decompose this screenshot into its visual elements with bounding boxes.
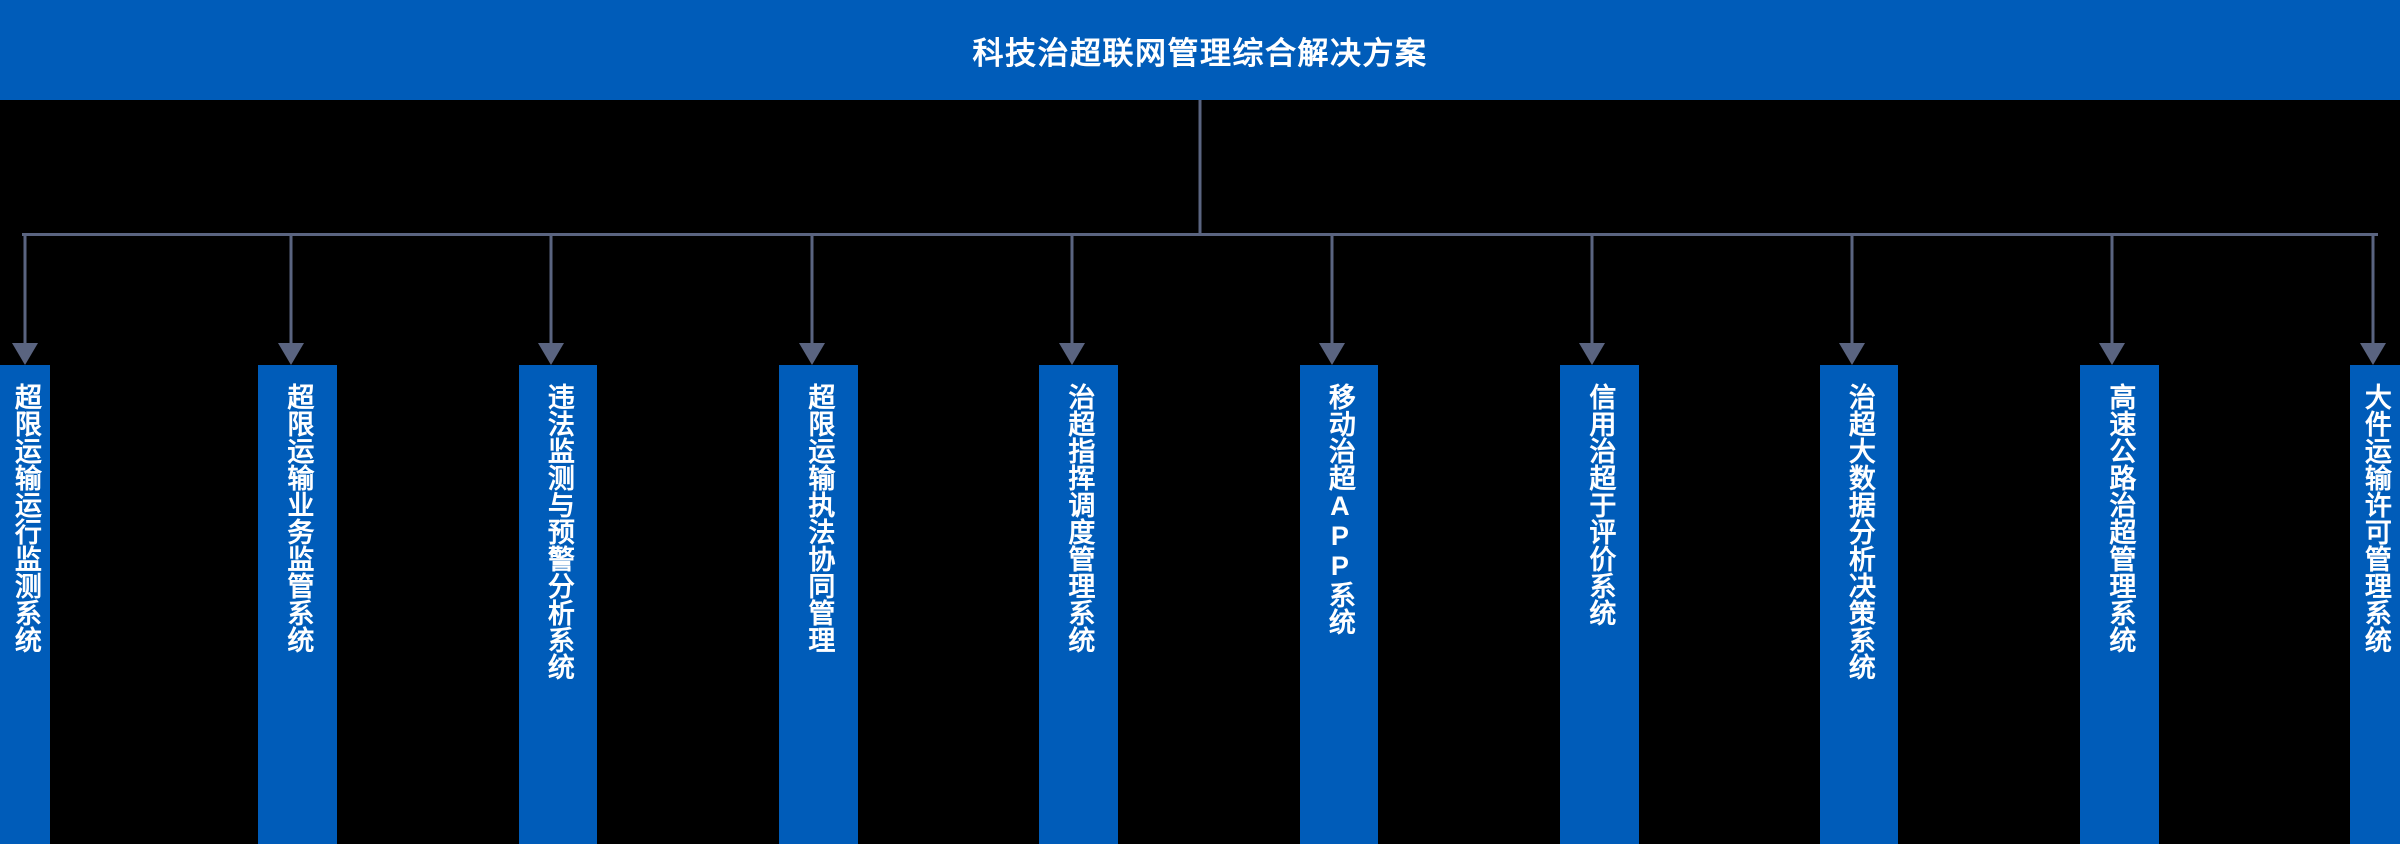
node-bar-9[interactable]: 高速公路治超管理系统 xyxy=(2080,365,2159,844)
node-bar-1[interactable]: 超限运输运行监测系统 xyxy=(0,365,50,844)
node-bar-4[interactable]: 超限运输执法协同管理 xyxy=(779,365,858,844)
node-bar-6[interactable]: 移动治超APP系统 xyxy=(1300,365,1378,844)
node-label-4: 超限运输执法协同管理 xyxy=(804,383,835,653)
page-title: 科技治超联网管理综合解决方案 xyxy=(972,35,1428,71)
node-bar-3[interactable]: 违法监测与预警分析系统 xyxy=(519,365,597,844)
header-banner: 科技治超联网管理综合解决方案 xyxy=(0,0,2400,100)
node-label-3: 违法监测与预警分析系统 xyxy=(543,383,574,680)
node-label-1: 超限运输运行监测系统 xyxy=(10,383,41,653)
node-label-9: 高速公路治超管理系统 xyxy=(2105,383,2136,653)
node-bar-10[interactable]: 大件运输许可管理系统 xyxy=(2350,365,2400,844)
node-bar-5[interactable]: 治超指挥调度管理系统 xyxy=(1039,365,1118,844)
node-label-2: 超限运输业务监管系统 xyxy=(283,383,314,653)
node-bar-8[interactable]: 治超大数据分析决策系统 xyxy=(1820,365,1898,844)
node-label-10: 大件运输许可管理系统 xyxy=(2360,383,2391,653)
node-label-7: 信用治超于评价系统 xyxy=(1585,383,1616,626)
node-bar-7[interactable]: 信用治超于评价系统 xyxy=(1560,365,1639,844)
node-label-6: 移动治超APP系统 xyxy=(1324,383,1355,635)
node-label-5: 治超指挥调度管理系统 xyxy=(1064,383,1095,653)
node-bar-2[interactable]: 超限运输业务监管系统 xyxy=(258,365,337,844)
node-label-8: 治超大数据分析决策系统 xyxy=(1844,383,1875,680)
